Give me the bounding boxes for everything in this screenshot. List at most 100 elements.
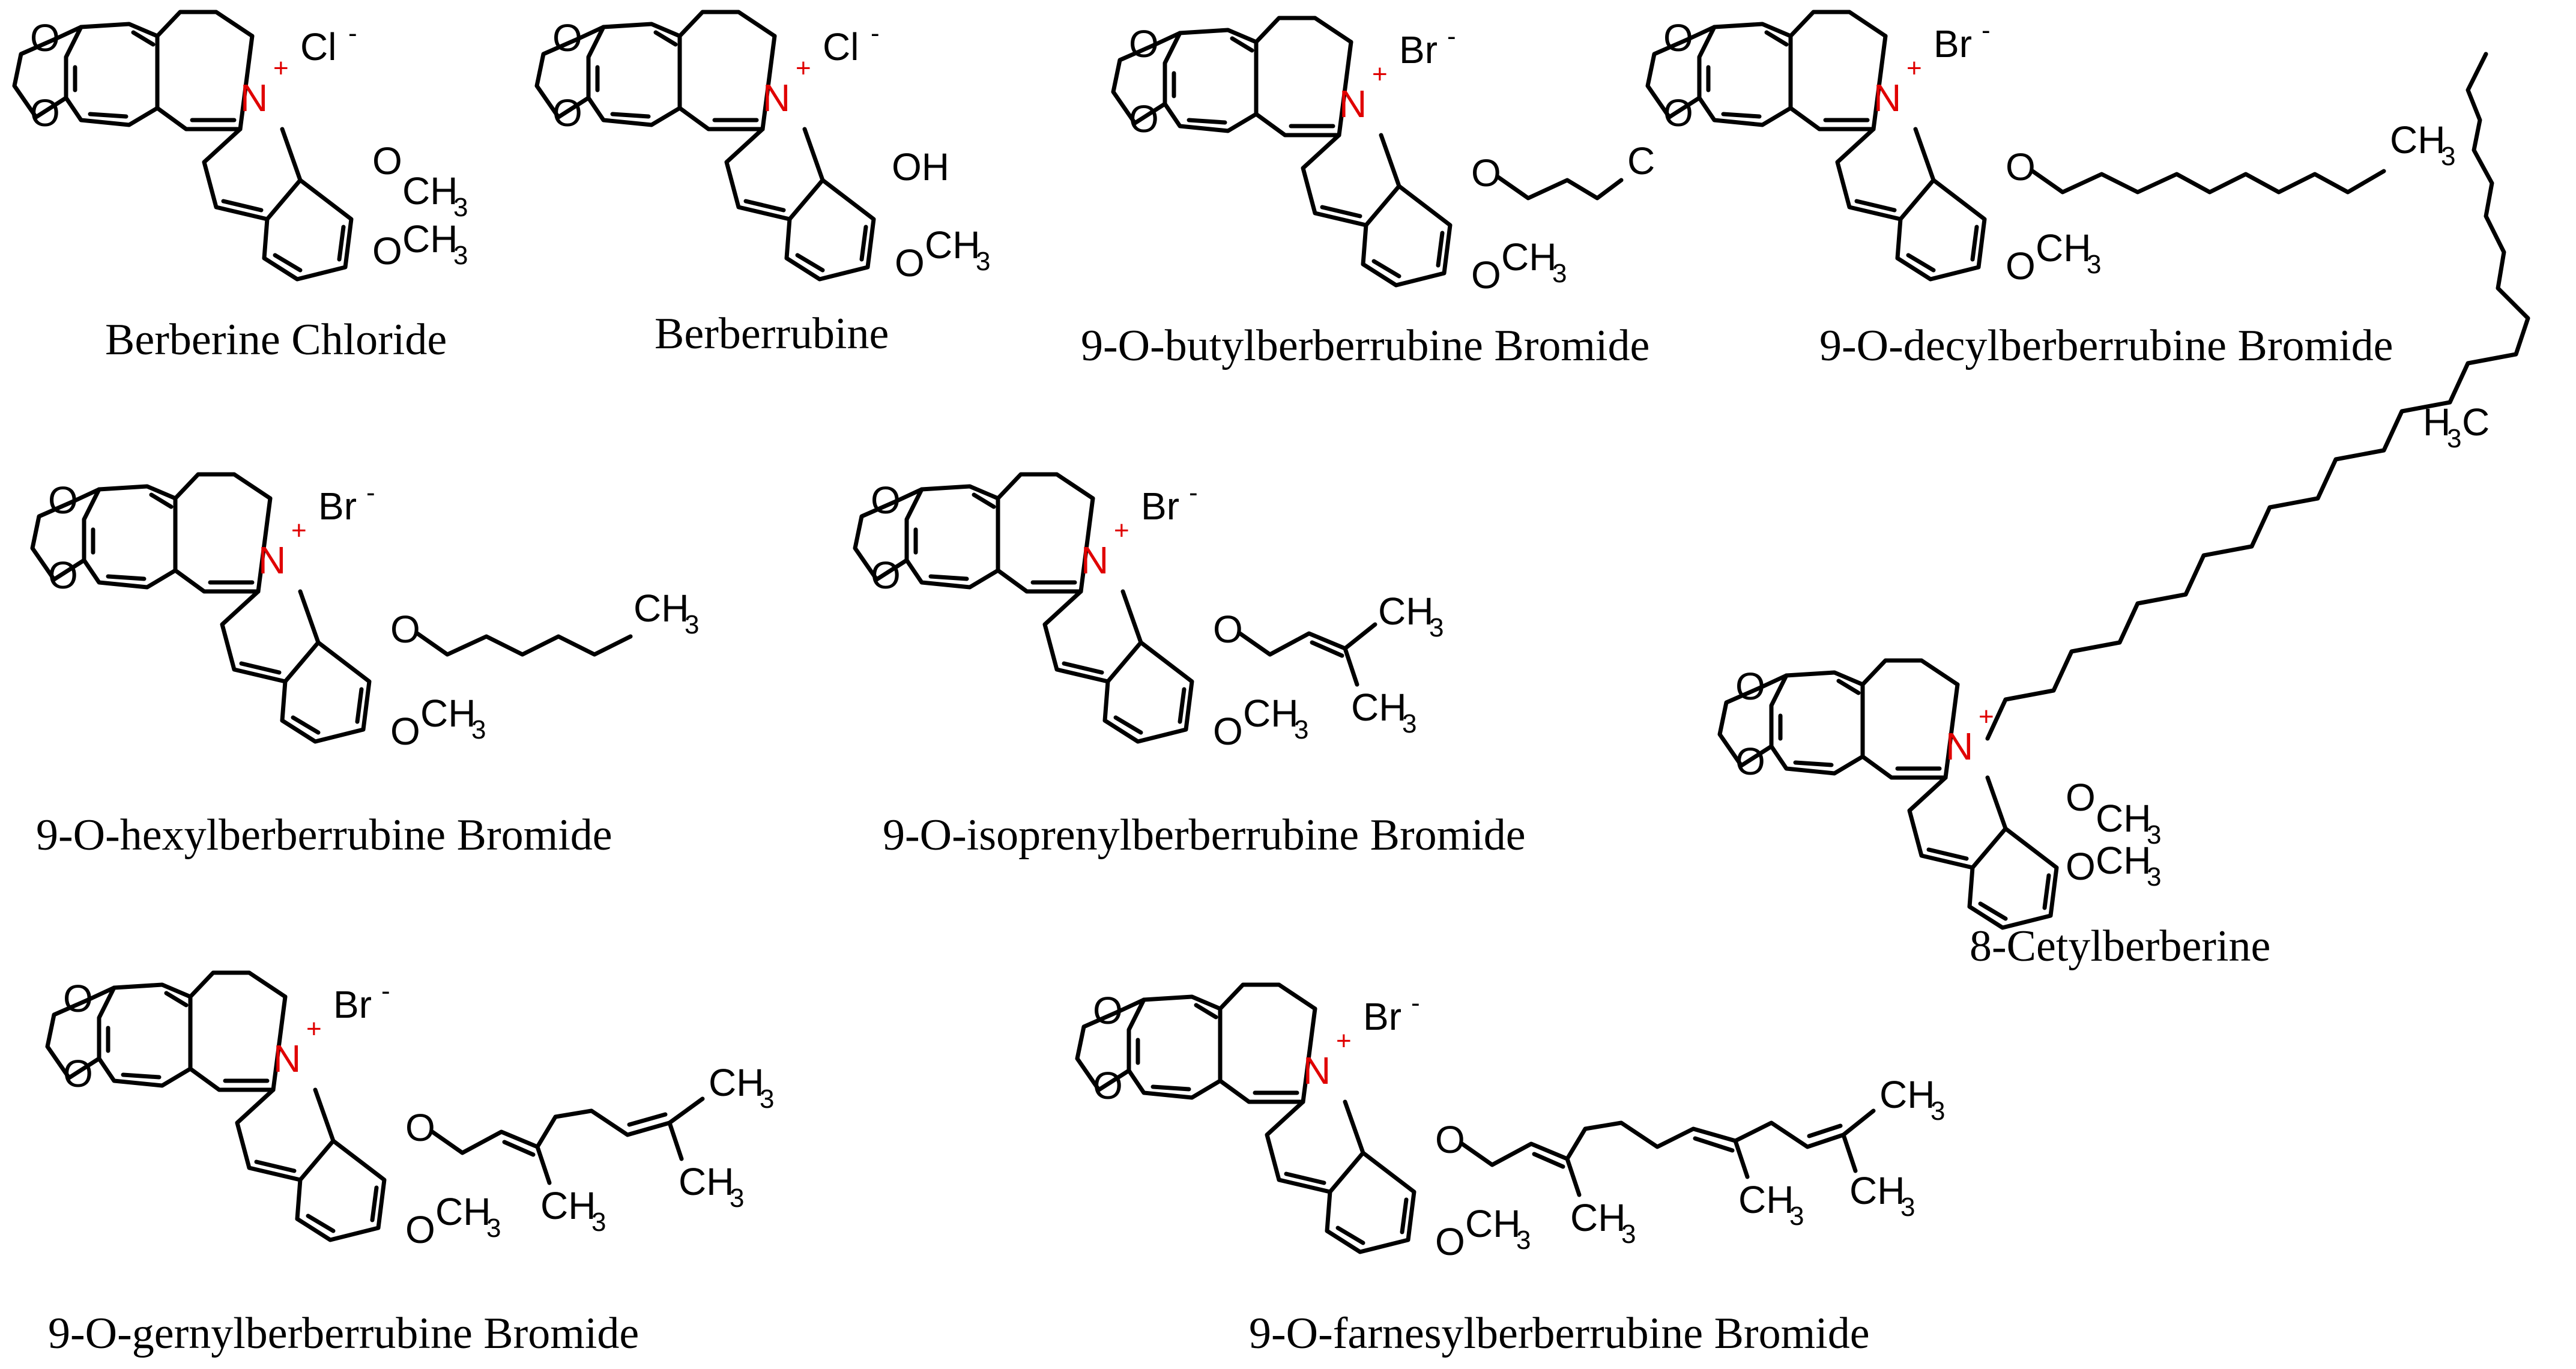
nitrogen-label: N: [1303, 1049, 1331, 1092]
methoxy-sub: 3: [1516, 1225, 1531, 1255]
compound-hexylberberrubine: O O N + Br - O CH 3 O CH 3: [32, 474, 699, 753]
methoxy-sub-1: 3: [453, 193, 468, 222]
nitrogen-label: N: [273, 1037, 301, 1080]
ether-oxygen: O: [1471, 151, 1501, 195]
compound-gernylberberrubine: O O N + Br - O CH 3 CH 3 CH 3 O CH 3: [47, 973, 774, 1251]
negative-charge: -: [348, 19, 357, 48]
geranyl-sub-mid: 3: [591, 1207, 606, 1237]
methoxy-sub: 3: [976, 247, 990, 276]
nitrogen-label: N: [1081, 539, 1108, 582]
dioxole-oxygen-bottom: O: [48, 554, 78, 597]
methoxy-ch: CH: [1243, 692, 1298, 735]
nitrogen-label: N: [1873, 76, 1901, 119]
caption-cetylberberine: 8-Cetylberberine: [1970, 922, 2270, 971]
counterion-label: Br: [1363, 995, 1401, 1038]
methoxy-oxygen-2: O: [2066, 845, 2096, 888]
positive-charge: +: [291, 516, 307, 545]
dioxole-oxygen-top: O: [30, 16, 60, 59]
negative-charge: -: [1189, 478, 1198, 507]
positive-charge: +: [1906, 53, 1922, 83]
ether-oxygen: O: [1213, 608, 1243, 651]
methoxy-ch: CH: [1465, 1202, 1520, 1245]
isoprenyl-ch3-bottom: CH: [1351, 686, 1406, 729]
methoxy-ch-1: CH: [402, 169, 458, 213]
methoxy-sub: 3: [486, 1213, 501, 1243]
methoxy-oxygen: O: [390, 710, 420, 753]
cetyl-chain: [1985, 52, 2530, 741]
counterion-label: Cl: [300, 25, 336, 68]
cetyl-end-h-label: H: [2423, 400, 2451, 444]
methoxy-oxygen: O: [1435, 1220, 1465, 1263]
farnesyl-ch3-bottom: CH: [1849, 1169, 1905, 1212]
methoxy-sub: 3: [2087, 250, 2101, 279]
methoxy-sub-2: 3: [2147, 862, 2161, 892]
compound-farnesylberberrubine: O O N + Br - O CH 3 CH 3 CH 3 CH 3 O CH …: [1077, 985, 1945, 1263]
farnesyl-chain: [1460, 1108, 1876, 1167]
methoxy-ch: CH: [925, 223, 980, 267]
dioxole-oxygen-top: O: [48, 479, 78, 522]
caption-isoprenylberberrubine: 9-O-isoprenylberberrubine Bromide: [883, 811, 1526, 860]
positive-charge: +: [1336, 1026, 1352, 1056]
counterion-label: Br: [318, 485, 357, 528]
dioxole-oxygen-top: O: [1663, 16, 1693, 59]
ether-oxygen: O: [405, 1106, 435, 1149]
positive-charge: +: [306, 1014, 322, 1044]
chain-end-ch: CH: [633, 587, 689, 630]
farnesyl-ch3-2: CH: [1738, 1178, 1794, 1221]
caption-farnesylberberrubine: 9-O-farnesylberberrubine Bromide: [1249, 1309, 1870, 1358]
farnesyl-sub-bottom: 3: [1900, 1192, 1915, 1222]
farnesyl-ch3-top: CH: [1879, 1073, 1935, 1116]
chain-end-ch: CH: [2390, 118, 2445, 162]
negative-charge: -: [871, 19, 880, 48]
dioxole-oxygen-bottom: O: [63, 1052, 93, 1095]
caption-berberine-chloride: Berberine Chloride: [105, 315, 447, 364]
dioxole-oxygen-top: O: [1093, 989, 1123, 1032]
hexyl-chain: [415, 631, 633, 657]
counterion-label: Cl: [823, 25, 859, 68]
farnesyl-sub-top: 3: [1930, 1096, 1945, 1126]
positive-charge: +: [796, 53, 811, 83]
methoxy-ch-1: CH: [2096, 797, 2151, 840]
nitrogen-label: N: [240, 76, 268, 119]
dioxole-oxygen-bottom: O: [1093, 1064, 1123, 1107]
methoxy-ch-2: CH: [2096, 839, 2151, 882]
dioxole-oxygen-top: O: [1735, 665, 1765, 708]
butyl-chain: [1496, 175, 1624, 201]
isoprenyl-sub-top: 3: [1429, 613, 1444, 642]
cetyl-end-c: C: [2462, 400, 2490, 444]
methoxy-ch: CH: [420, 692, 476, 735]
methoxy-oxygen: O: [1471, 253, 1501, 297]
methoxy-sub: 3: [1294, 715, 1308, 745]
negative-charge: -: [366, 478, 375, 507]
compound-butylberberrubine: O O N + Br - O C O CH 3: [1113, 18, 1655, 297]
positive-charge: +: [1114, 516, 1129, 545]
positive-charge: +: [273, 53, 289, 83]
nitrogen-label: N: [1946, 725, 1973, 768]
methoxy-ch: CH: [435, 1190, 491, 1233]
methoxy-oxygen-1: O: [2066, 776, 2096, 819]
methoxy-oxygen-1: O: [372, 139, 402, 183]
methoxy-oxygen: O: [1213, 710, 1243, 753]
nitrogen-label: N: [763, 76, 790, 119]
dioxole-oxygen-bottom: O: [1735, 740, 1765, 783]
compound-cetylberberine: O O N + O CH 3 O CH 3: [1720, 660, 2161, 928]
compound-decylberberrubine: O O N + Br - O CH 3 O CH 3: [1648, 12, 2455, 288]
methoxy-oxygen-2: O: [372, 229, 402, 273]
decyl-chain: [2030, 169, 2386, 195]
cetyl-end-sub: 3: [2447, 424, 2461, 453]
chain-end-sub: 3: [685, 610, 699, 639]
counterion-label: Br: [1141, 485, 1179, 528]
negative-charge: -: [1982, 16, 1991, 45]
nitrogen-label: N: [1339, 82, 1367, 125]
negative-charge: -: [1447, 22, 1456, 51]
ether-oxygen: O: [2006, 145, 2036, 189]
methoxy-ch-2: CH: [402, 217, 458, 261]
dioxole-oxygen-bottom: O: [30, 91, 60, 134]
geranyl-sub-top: 3: [760, 1084, 774, 1114]
caption-berberrubine: Berberrubine: [655, 309, 889, 358]
counterion-label: Br: [333, 983, 372, 1026]
methoxy-oxygen: O: [405, 1208, 435, 1251]
negative-charge: -: [1411, 988, 1420, 1018]
methoxy-sub: 3: [1552, 259, 1567, 288]
